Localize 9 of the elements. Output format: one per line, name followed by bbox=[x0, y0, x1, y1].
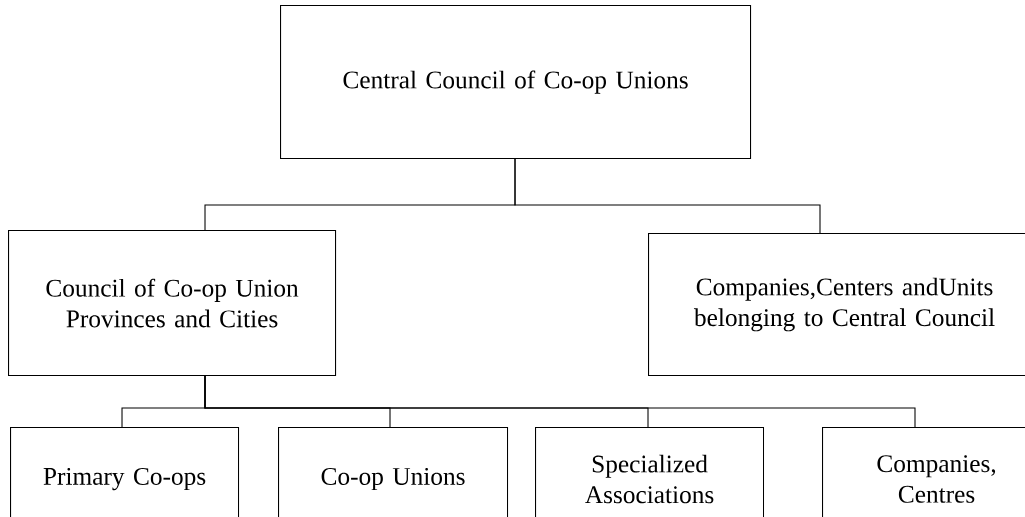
org-box: Council of Co-op Union Provinces and Cities bbox=[8, 230, 337, 377]
org-box: Primary Co-ops bbox=[10, 427, 240, 517]
org-box: Co-op Unions bbox=[278, 427, 509, 517]
connector-line bbox=[204, 375, 916, 428]
org-box: Central Council of Co-op Unions bbox=[280, 5, 752, 160]
org-box: Specialized Associations bbox=[535, 427, 765, 517]
org-box: Companies, Centres bbox=[822, 427, 1025, 517]
org-box: Companies,Centers andUnits belonging to Central Council bbox=[648, 233, 1025, 377]
connector-line bbox=[514, 158, 821, 234]
